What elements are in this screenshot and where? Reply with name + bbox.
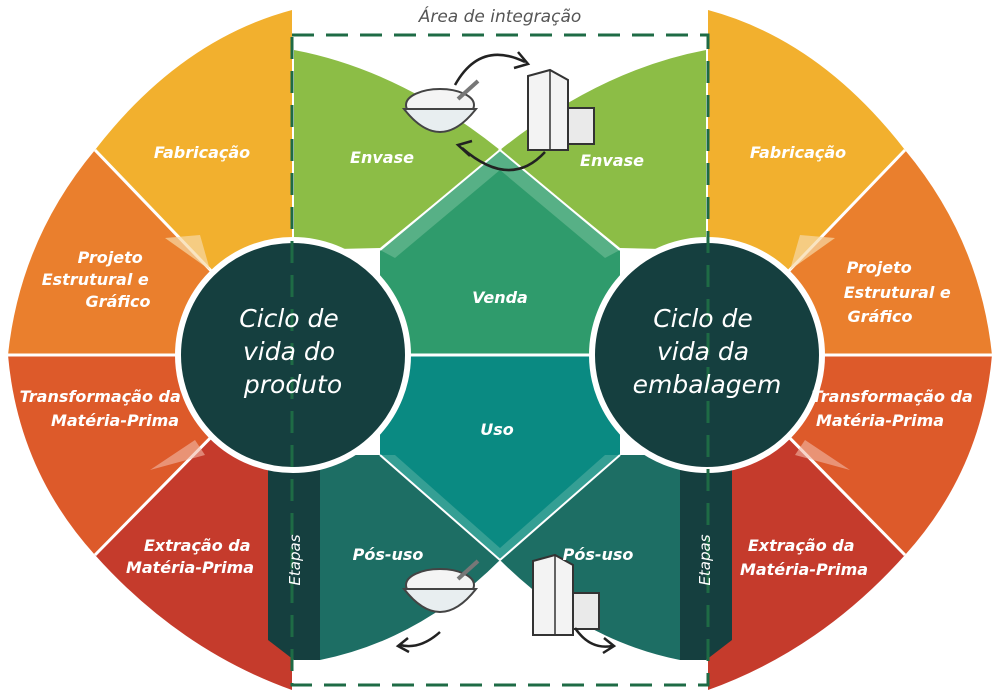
left-etapas-band xyxy=(268,470,320,660)
left-label-transformacao: Transformação da Matéria-Prima xyxy=(20,387,187,430)
package-icon xyxy=(527,68,595,151)
right-pos-uso-region xyxy=(500,455,680,660)
right-etapas-band xyxy=(680,470,732,660)
bowl-icon xyxy=(401,79,480,133)
left-center-title: Ciclo de vida do produto xyxy=(239,304,347,399)
uso-region xyxy=(380,355,620,560)
left-label-envase: Envase xyxy=(350,148,414,167)
package-icon xyxy=(532,553,600,636)
right-label-fabricacao: Fabricação xyxy=(750,143,846,162)
cycle-arrow-icon xyxy=(395,627,617,655)
left-label-extracao: Extração da Matéria-Prima xyxy=(126,536,256,577)
right-label-extracao: Extração da Matéria-Prima xyxy=(740,536,868,579)
right-label-transformacao: Transformação da Matéria-Prima xyxy=(812,387,979,430)
integration-area-box xyxy=(290,33,710,687)
right-label-pos-uso: Pós-uso xyxy=(563,545,634,564)
right-etapas-label: Etapas xyxy=(696,534,714,585)
left-label-pos-uso: Pós-uso xyxy=(353,545,424,564)
cycle-arrow-icon xyxy=(453,51,546,172)
left-label-fabricacao: Fabricação xyxy=(154,143,250,162)
label-uso: Uso xyxy=(480,420,514,439)
right-envase-region xyxy=(500,50,706,250)
left-envase-region xyxy=(294,50,500,250)
label-venda: Venda xyxy=(472,288,528,307)
right-label-projeto: Projeto Estrutural e Gráfico xyxy=(844,258,957,326)
area-title: Área de integração xyxy=(418,5,582,27)
bowl-icon xyxy=(401,559,480,613)
left-label-projeto: Projeto Estrutural e Gráfico xyxy=(42,248,155,311)
left-pos-uso-region xyxy=(320,455,500,660)
right-label-envase: Envase xyxy=(580,151,644,170)
left-etapas-label: Etapas xyxy=(286,534,304,585)
right-center-title: Ciclo de vida da embalagem xyxy=(633,304,782,399)
